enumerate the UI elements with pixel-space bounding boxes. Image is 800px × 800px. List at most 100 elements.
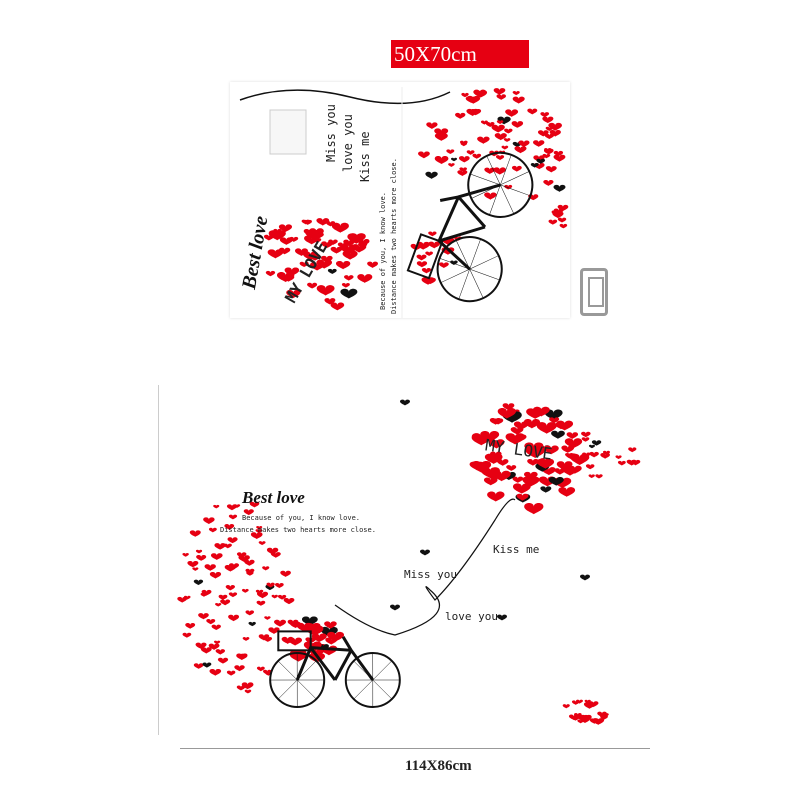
heart-icon xyxy=(283,597,295,605)
heart-icon xyxy=(549,417,560,424)
heart-icon xyxy=(244,689,252,694)
heart-icon xyxy=(258,541,266,546)
heart-icon xyxy=(527,108,538,115)
heart-icon xyxy=(248,621,256,627)
heart-icon xyxy=(243,509,254,516)
heart-icon xyxy=(241,682,254,690)
heart-icon xyxy=(324,621,337,629)
heart-icon xyxy=(551,430,565,439)
heart-icon xyxy=(434,133,448,141)
heart-icon xyxy=(473,89,487,98)
heart-icon xyxy=(177,596,188,603)
heart-icon xyxy=(615,455,622,460)
heart-icon xyxy=(428,241,441,249)
heart-icon xyxy=(460,142,468,147)
heart-icon xyxy=(525,446,546,459)
heart-icon xyxy=(566,432,579,440)
heart-icon xyxy=(258,634,270,641)
heart-icon xyxy=(275,583,284,589)
scene-artwork xyxy=(177,399,641,726)
heart-icon xyxy=(536,158,546,164)
heart-icon xyxy=(514,146,527,154)
heart-icon xyxy=(340,288,358,299)
heart-icon xyxy=(244,559,255,566)
heart-icon xyxy=(193,579,204,586)
heart-icon xyxy=(233,504,241,508)
balloon-string xyxy=(334,498,516,636)
heart-icon xyxy=(282,274,295,282)
heart-icon xyxy=(503,138,511,142)
heart-icon xyxy=(469,461,485,471)
heart-icon xyxy=(553,208,564,215)
heart-icon xyxy=(341,283,350,288)
heart-icon xyxy=(483,477,498,486)
heart-icon xyxy=(602,450,611,455)
heart-icon xyxy=(545,166,557,173)
heart-icon xyxy=(455,112,466,119)
heart-icon xyxy=(533,140,545,147)
heart-icon xyxy=(182,553,189,557)
heart-icon xyxy=(210,553,223,561)
heart-icon xyxy=(501,145,509,150)
phone-icon xyxy=(580,268,608,316)
heart-icon xyxy=(263,234,274,241)
heart-icon xyxy=(573,712,582,718)
heart-icon xyxy=(238,555,250,563)
heart-icon xyxy=(296,622,313,633)
heart-icon xyxy=(307,282,318,289)
heart-icon xyxy=(600,453,610,459)
heart-icon xyxy=(279,237,293,246)
heart-icon xyxy=(492,470,511,482)
heart-icon xyxy=(316,285,335,296)
heart-icon xyxy=(494,133,507,141)
heart-icon xyxy=(539,458,551,465)
heart-icon xyxy=(488,439,505,449)
heart-icon xyxy=(583,702,596,709)
heart-icon xyxy=(309,254,321,261)
heart-icon xyxy=(514,434,527,442)
love-you-text: love you xyxy=(445,610,498,623)
heart-icon xyxy=(484,167,496,175)
heart-icon xyxy=(286,289,301,299)
heart-icon xyxy=(438,262,449,269)
quote-line2: Distance makes two hearts more close. xyxy=(220,526,376,534)
sheet-hearts xyxy=(239,87,569,318)
heart-icon xyxy=(484,192,497,200)
heart-icon xyxy=(480,120,488,125)
sheet-kiss-me: Kiss me xyxy=(358,131,372,182)
heart-icon xyxy=(268,627,280,634)
heart-icon xyxy=(425,251,433,257)
heart-icon xyxy=(195,549,203,554)
heart-icon xyxy=(357,274,373,284)
heart-icon xyxy=(461,92,469,98)
heart-icon xyxy=(390,604,400,611)
heart-icon xyxy=(301,219,310,225)
heart-icon xyxy=(416,261,428,268)
heart-icon xyxy=(589,451,599,458)
heart-icon xyxy=(588,474,595,479)
heart-icon xyxy=(227,537,238,544)
heart-icon xyxy=(458,156,470,163)
heart-icon xyxy=(496,459,509,466)
heart-icon xyxy=(580,714,592,722)
heart-icon xyxy=(512,476,524,483)
sheet-love-you: love you xyxy=(341,114,355,172)
heart-icon xyxy=(327,268,337,275)
heart-icon xyxy=(201,589,212,596)
heart-icon xyxy=(218,595,226,600)
heart-icon xyxy=(208,527,217,533)
heart-icon xyxy=(540,112,550,118)
heart-icon xyxy=(448,163,455,167)
sheet-line1: Because of you, I know love. xyxy=(379,191,387,310)
heart-icon xyxy=(245,568,255,574)
heart-icon xyxy=(280,570,291,577)
heart-icon xyxy=(211,624,221,631)
heart-icon xyxy=(256,525,263,530)
heart-icon xyxy=(450,157,458,162)
heart-icon xyxy=(206,619,216,625)
heart-icon xyxy=(466,150,475,155)
heart-icon xyxy=(630,459,641,466)
heart-icon xyxy=(553,154,566,162)
heart-icon xyxy=(295,248,308,257)
heart-icon xyxy=(192,567,199,571)
